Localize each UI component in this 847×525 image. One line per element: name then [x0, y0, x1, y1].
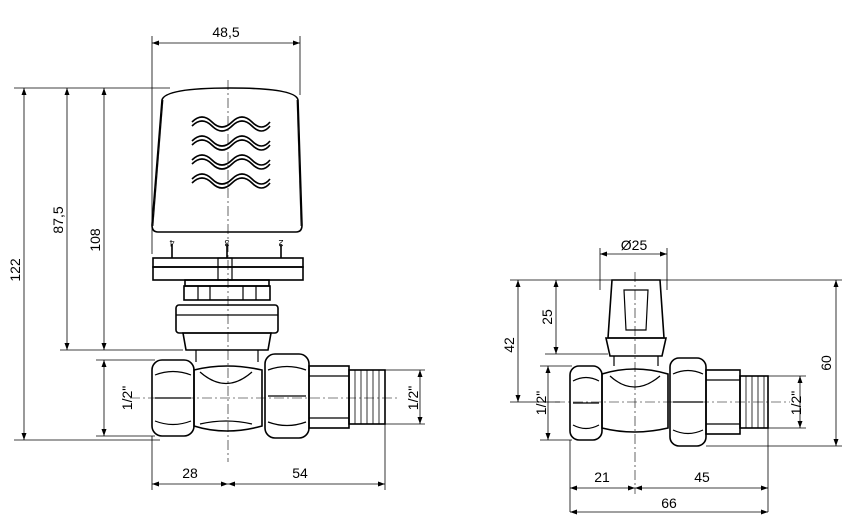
- thermostatic-head: 4 3 2: [151, 87, 304, 281]
- dim-outlet-thread: 1/2": [405, 386, 421, 410]
- dim-total-height: 122: [7, 258, 23, 282]
- dim-inlet-to-axis-right: 21: [594, 469, 610, 485]
- head-mark-4: 4: [169, 238, 174, 248]
- dim-outlet-thread-right: 1/2": [788, 391, 804, 415]
- dim-top-to-axis: 42: [501, 337, 517, 353]
- manual-valve-view: Ø25 25 42 60 1/2" 1/2" 21 45 66: [501, 237, 842, 515]
- dim-inlet-to-axis: 28: [182, 465, 198, 481]
- head-mark-2: 2: [278, 238, 283, 248]
- dim-total-length: 66: [661, 495, 677, 511]
- valve-neck: [175, 279, 279, 362]
- dim-cap-diameter: Ø25: [621, 237, 648, 253]
- dim-axis-to-outlet: 54: [292, 465, 308, 481]
- dim-head-height: 108: [87, 228, 103, 252]
- wave-pattern-icon: [191, 116, 271, 189]
- dim-cap-height: 25: [539, 309, 555, 325]
- dim-cap-to-axis: 87,5: [50, 206, 66, 233]
- dim-total-height-right: 60: [818, 355, 834, 371]
- head-mark-3: 3: [224, 238, 229, 248]
- thermostatic-valve-view: 4 3 2: [7, 24, 425, 490]
- valve-body: [151, 353, 386, 439]
- valve-cap: [605, 279, 667, 366]
- dim-axis-to-outlet-right: 45: [694, 469, 710, 485]
- dim-inlet-thread: 1/2": [119, 386, 135, 410]
- dim-inlet-thread-right: 1/2": [533, 391, 549, 415]
- dim-head-width: 48,5: [212, 24, 239, 40]
